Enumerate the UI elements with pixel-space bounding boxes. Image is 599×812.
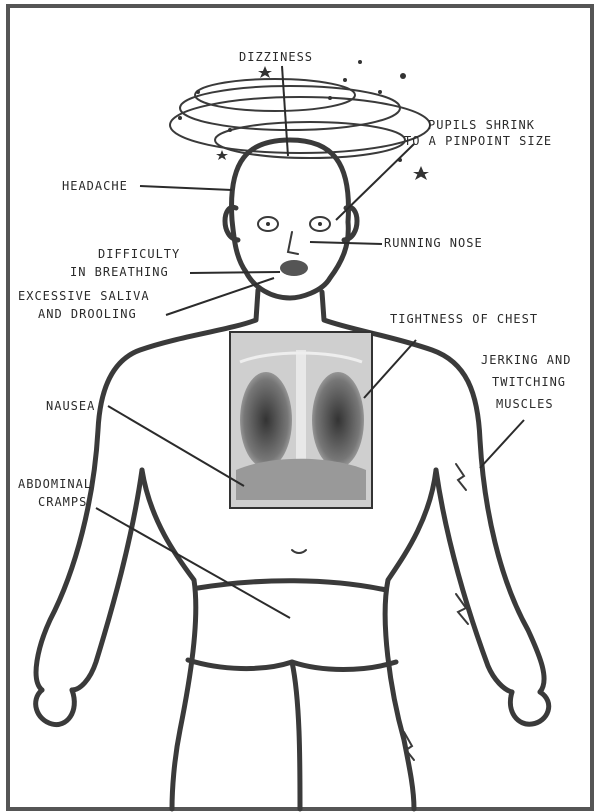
label-pupils-line1: PUPILS SHRINK (428, 118, 535, 132)
label-headache: HEADACHE (62, 179, 128, 193)
right-inner-arm (436, 470, 512, 692)
leader-nausea (108, 406, 244, 486)
mouth (280, 260, 308, 276)
leader-headache (140, 186, 232, 190)
leader-running-nose (310, 242, 382, 244)
label-cramps-line2: CRAMPS (38, 495, 87, 509)
right-hand (510, 692, 548, 724)
label-jerking-line1: JERKING AND (481, 353, 571, 367)
right-leg-line (292, 662, 396, 670)
right-torso (385, 470, 436, 809)
left-leg-line (188, 660, 300, 809)
label-jerking-line3: MUSCLES (496, 397, 554, 411)
label-jerking-line2: TWITCHING (492, 375, 566, 389)
label-saliva-line1: EXCESSIVE SALIVA (18, 289, 150, 303)
leader-jerking (480, 420, 524, 468)
label-pupils-line2: TO A PINPOINT SIZE (404, 134, 552, 148)
nose (288, 232, 298, 254)
label-running-nose: RUNNING NOSE (384, 236, 483, 250)
label-saliva-line2: AND DROOLING (38, 307, 137, 321)
label-nausea: NAUSEA (46, 399, 95, 413)
navel (292, 550, 306, 553)
leader-breathing (190, 272, 280, 273)
twitch-mark-arm (456, 464, 466, 490)
label-breathing-line2: IN BREATHING (70, 265, 169, 279)
left-torso (142, 470, 196, 809)
chest-xray-image (230, 332, 372, 508)
label-cramps-line1: ABDOMINAL (18, 477, 92, 491)
label-chest: TIGHTNESS OF CHEST (390, 312, 538, 326)
label-breathing-line1: DIFFICULTY (98, 247, 180, 261)
dizziness-swirls (170, 60, 430, 180)
left-hand (36, 690, 75, 725)
label-dizziness: DIZZINESS (239, 50, 313, 64)
